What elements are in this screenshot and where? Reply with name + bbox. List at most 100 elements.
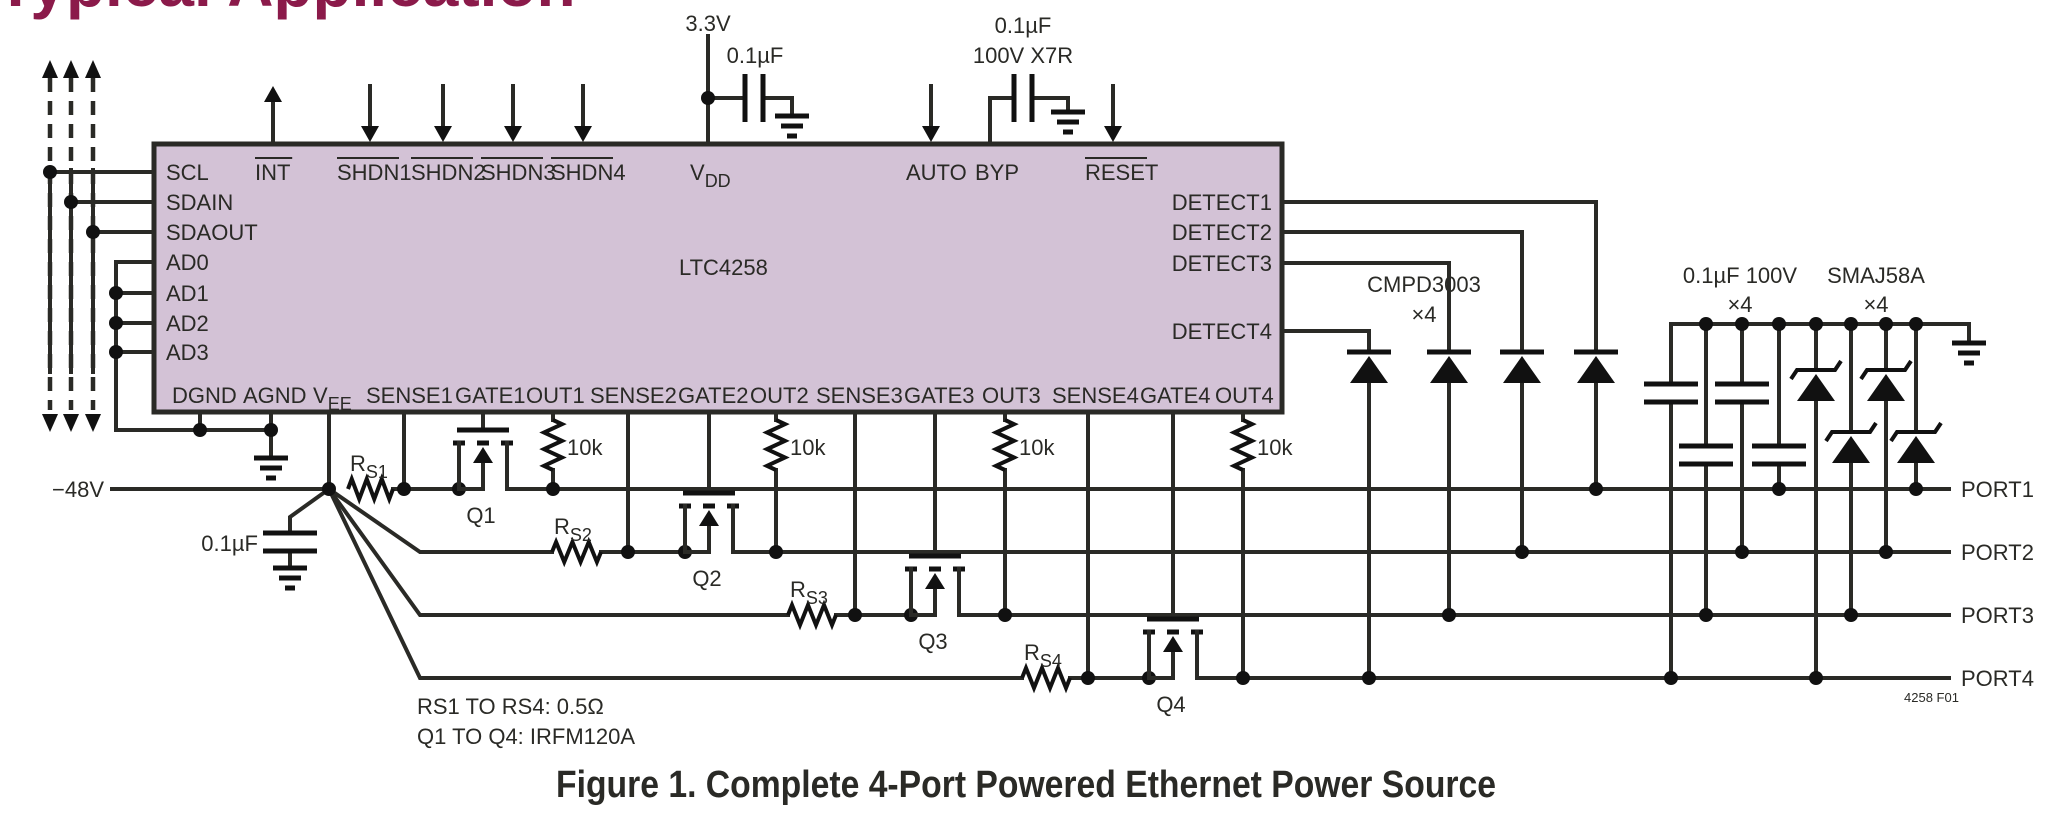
pullup-label-1: 10k <box>567 435 603 460</box>
pullup-resistor-2 <box>762 418 790 472</box>
wire-byp-gnd <box>1030 96 1070 114</box>
detect-diode-3-anode <box>1430 356 1468 383</box>
detect-diode-qty: ×4 <box>1411 302 1436 327</box>
diode-port-junction <box>1442 608 1456 622</box>
pin-arrow-auto-head <box>922 126 940 142</box>
wire-detect1 <box>1280 200 1598 354</box>
mosfet-q2-arrow <box>699 510 719 526</box>
mosfet-label-q1: Q1 <box>466 503 495 528</box>
port-label-4: PORT4 <box>1961 666 2034 691</box>
pin-label-gate2: GATE2 <box>678 383 749 408</box>
figure-code: 4258 F01 <box>1904 690 1959 705</box>
tvs-diode-1-anode <box>1797 374 1835 401</box>
ground-rail-junction <box>1879 317 1893 331</box>
port-protection-junction <box>1879 545 1893 559</box>
pullup-resistor-1 <box>539 418 567 472</box>
vdd-voltage-label: 3.3V <box>685 11 731 36</box>
bus-junction <box>86 225 100 239</box>
sense-junction <box>1081 671 1095 685</box>
bus-arrow-down-icon <box>85 414 101 432</box>
pin-label-out1: OUT1 <box>526 383 585 408</box>
pin-label-sense1: SENSE1 <box>366 383 453 408</box>
bus-junction <box>43 165 57 179</box>
tvs-diode-4-anode <box>1897 436 1935 463</box>
diode-port-junction <box>1515 545 1529 559</box>
port-label-2: PORT2 <box>1961 540 2034 565</box>
pullup-resistor-3 <box>991 418 1019 472</box>
drain-junction <box>1236 671 1250 685</box>
components-layer <box>42 60 1986 694</box>
pin-label-vdd: VDD <box>690 160 731 191</box>
pin-label-detect1: DETECT1 <box>1172 190 1272 215</box>
chip-name: LTC4258 <box>679 255 768 280</box>
port-protection-junction <box>1909 482 1923 496</box>
mosfet-q3-body <box>909 583 937 617</box>
sense-resistor-1 <box>346 473 395 505</box>
pin-arrow-shdn3-head <box>504 126 522 142</box>
port-protection-junction <box>1844 608 1858 622</box>
tvs-diode-4-cathode <box>1889 421 1943 443</box>
tvs-part: SMAJ58A <box>1827 263 1925 288</box>
detect-diode-1-anode <box>1577 356 1615 383</box>
pin-arrow-shdn2-head <box>434 126 452 142</box>
port-protection-junction <box>1735 545 1749 559</box>
pin-label-ad0: AD0 <box>166 250 209 275</box>
bus-arrow-down-icon <box>63 414 79 432</box>
pin-label-vee: VEE <box>313 383 352 414</box>
mosfet-q1-body <box>457 457 485 491</box>
ground-rail-junction <box>1735 317 1749 331</box>
sense-junction <box>621 545 635 559</box>
pin-label-out2: OUT2 <box>750 383 809 408</box>
pin-label-agnd: AGND <box>243 383 307 408</box>
ltc4258-chip <box>151 141 1285 415</box>
bus-junction <box>64 195 78 209</box>
pin-arrow-reset-head <box>1104 126 1122 142</box>
wire-vdd-cap-gnd <box>761 96 794 118</box>
figure-caption: Figure 1. Complete 4-Port Powered Ethern… <box>556 764 1496 806</box>
pin-label-ad2: AD2 <box>166 311 209 336</box>
tvs-diode-2-anode <box>1832 436 1870 463</box>
pullup-resistor-4 <box>1229 418 1257 472</box>
port-label-3: PORT3 <box>1961 603 2034 628</box>
mosfet-label-q4: Q4 <box>1156 692 1185 717</box>
bus-arrow-up-icon <box>42 60 58 78</box>
pin-label-ad1: AD1 <box>166 281 209 306</box>
pin-label-sdaout: SDAOUT <box>166 220 258 245</box>
drain-junction <box>998 608 1012 622</box>
pullup-label-4: 10k <box>1257 435 1293 460</box>
tvs-qty: ×4 <box>1863 292 1888 317</box>
mosfet-q4-arrow <box>1163 636 1183 652</box>
pin-label-reset: RESET <box>1085 160 1158 185</box>
pin-label-gate4: GATE4 <box>1140 383 1211 408</box>
byp-cap-rating: 100V X7R <box>973 43 1073 68</box>
bus-arrow-down-icon <box>42 414 58 432</box>
note-sense-resistors: RS1 TO RS4: 0.5Ω <box>417 694 604 719</box>
detect-diode-4-anode <box>1350 356 1388 383</box>
wire-input-cap <box>288 486 332 535</box>
pin-label-detect4: DETECT4 <box>1172 319 1272 344</box>
pin-label-sdain: SDAIN <box>166 190 233 215</box>
sense-resistor-2 <box>550 536 603 568</box>
ad-junction <box>109 345 123 359</box>
pin-label-shdn3: SHDN3 <box>481 160 556 185</box>
sense-resistor-3 <box>786 599 838 631</box>
mosfet-label-q2: Q2 <box>692 566 721 591</box>
bus-arrow-up-icon <box>85 60 101 78</box>
pin-label-shdn2: SHDN2 <box>411 160 486 185</box>
byp-cap-value: 0.1µF <box>995 13 1052 38</box>
pin-label-out3: OUT3 <box>982 383 1041 408</box>
diode-port-junction <box>1362 671 1376 685</box>
note-mosfets: Q1 TO Q4: IRFM120A <box>417 724 635 749</box>
sense-resistor-label-4: RS4 <box>1024 640 1062 671</box>
pin-arrow-shdn1-head <box>361 126 379 142</box>
wire-detect2 <box>1280 230 1524 354</box>
mosfet-q2-body <box>683 520 711 554</box>
wire-detect3 <box>1280 261 1451 354</box>
pin-label-int: INT <box>255 160 290 185</box>
port-cap-value: 0.1µF 100V <box>1683 263 1798 288</box>
port-protection-junction <box>1664 671 1678 685</box>
ground-rail-junction <box>1699 317 1713 331</box>
input-voltage-label: −48V <box>52 477 104 502</box>
vdd-cap-label: 0.1µF <box>727 43 784 68</box>
bus-arrow-up-icon <box>63 60 79 78</box>
